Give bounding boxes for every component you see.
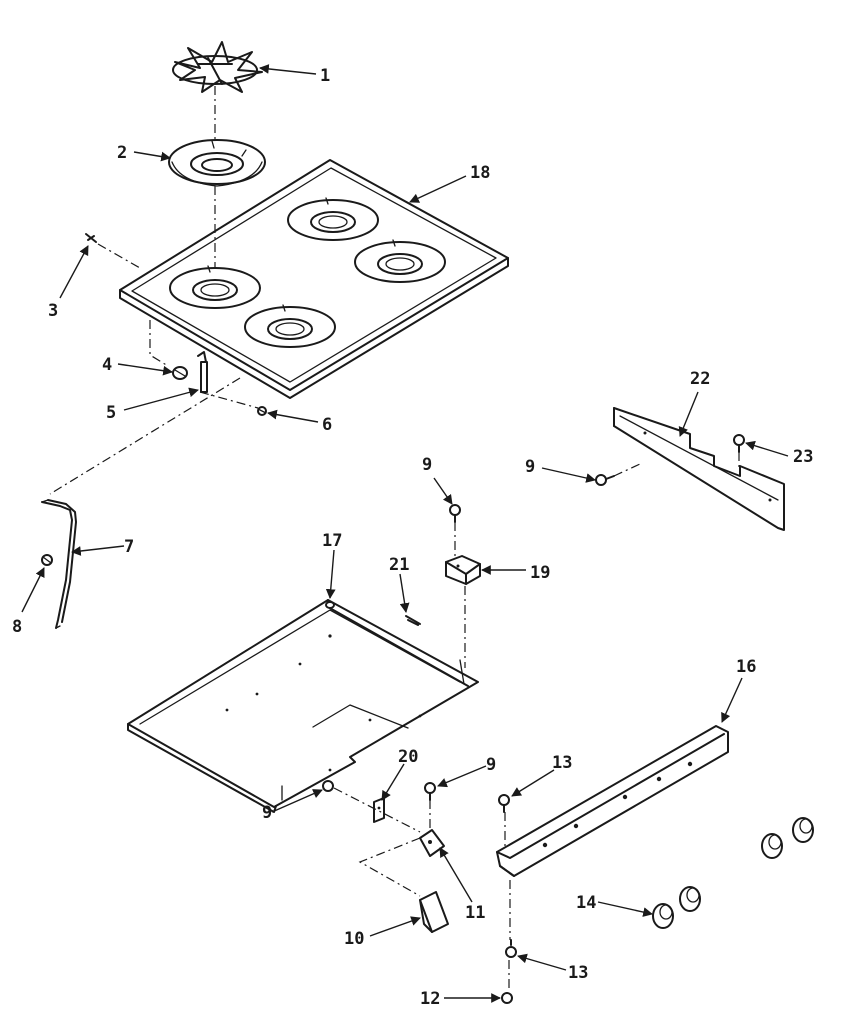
callout-9-lower-right: 9 [486,755,496,775]
burner-base-pan-17 [127,599,479,813]
screw-9-rear [595,474,615,486]
clip-21 [405,615,421,626]
cooktop-burner-opening [354,239,446,283]
leader-lines [21,64,789,1003]
orifice-hood-4 [172,366,188,380]
callout-21: 21 [389,555,409,575]
callout-10: 10 [344,929,364,949]
callout-14: 14 [576,893,596,913]
cooktop-burner-opening [287,197,379,241]
callout-11: 11 [465,903,485,923]
burner-grate [172,41,263,93]
callout-1: 1 [320,66,330,86]
screw-13-upper [498,794,510,813]
side-trim-rod-7 [41,499,77,629]
screw-6 [257,406,267,416]
screw-8 [41,554,53,566]
callout-9-rear: 9 [525,457,535,477]
cover-plate-10 [419,891,449,933]
callout-13-lower: 13 [568,963,588,983]
manifold-panel-16 [496,725,729,877]
callout-17: 17 [322,531,342,551]
callout-20: 20 [398,747,418,767]
callout-13-upper: 13 [552,753,572,773]
control-knob [679,886,701,912]
callout-9-lower-left: 9 [262,803,272,823]
screw-23 [733,434,745,453]
callout-7: 7 [124,537,134,557]
screw-3 [85,233,97,243]
callout-16: 16 [736,657,756,677]
bracket-19 [445,555,481,585]
callout-8: 8 [12,617,22,637]
callout-12: 12 [420,989,440,1009]
screw-12 [501,992,513,1004]
callout-2: 2 [117,143,127,163]
callout-labels: 1 2 18 3 4 5 6 7 8 17 21 9 19 22 23 9 16… [12,66,813,1009]
bracket-11 [419,829,445,857]
spacer-20 [373,797,385,823]
callout-3: 3 [48,301,58,321]
cooktop-burner-opening [244,304,336,348]
callout-9-bracket: 9 [422,455,432,475]
callout-22: 22 [690,369,710,389]
callout-18: 18 [470,163,490,183]
control-knob [761,833,783,859]
screw-13-lower [505,939,517,958]
screw-9-bracket [449,504,461,523]
burner-drip-bowl [168,139,266,187]
callout-5: 5 [106,403,116,423]
rear-panel-strip-22 [613,407,785,531]
igniter-bracket-5 [197,351,208,393]
callout-6: 6 [322,415,332,435]
screw-9-lower-right [424,782,436,801]
screw-9-lower-left [322,780,334,792]
callout-19: 19 [530,563,550,583]
control-knob [652,903,674,929]
callout-23: 23 [793,447,813,467]
cooktop-main-top [119,159,509,399]
callout-4: 4 [102,355,112,375]
control-knob [792,817,814,843]
